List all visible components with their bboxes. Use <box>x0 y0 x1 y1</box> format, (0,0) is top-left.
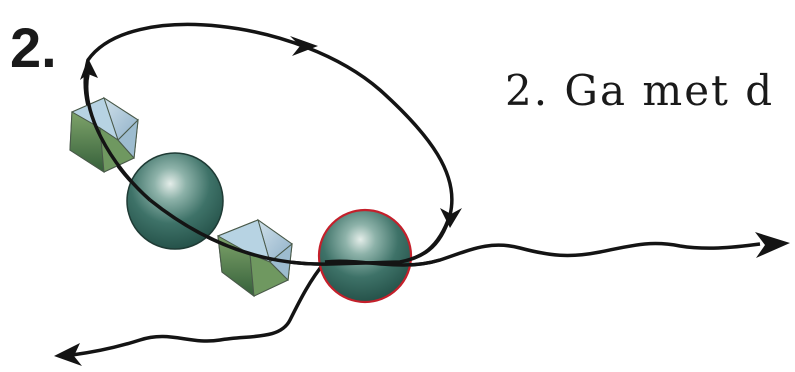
loop-arrow-right <box>440 208 462 228</box>
octahedron-crystal-icon <box>69 96 139 173</box>
strand-front <box>324 258 441 267</box>
loop-path-front-crystal <box>85 73 152 202</box>
loop-path-front <box>148 198 452 266</box>
sphere-icon <box>317 208 413 304</box>
loop-arrow-top <box>290 36 318 56</box>
strand-left-path <box>71 260 327 357</box>
caption-text: 2. Ga met d <box>505 66 775 115</box>
sphere-icon <box>126 152 224 250</box>
step-number: 2. <box>10 16 57 79</box>
strand-right-arrow <box>755 232 790 258</box>
loop-arrow-left <box>80 58 98 80</box>
strand-left-arrow <box>54 343 82 366</box>
octahedron-crystal-icon <box>216 218 293 298</box>
